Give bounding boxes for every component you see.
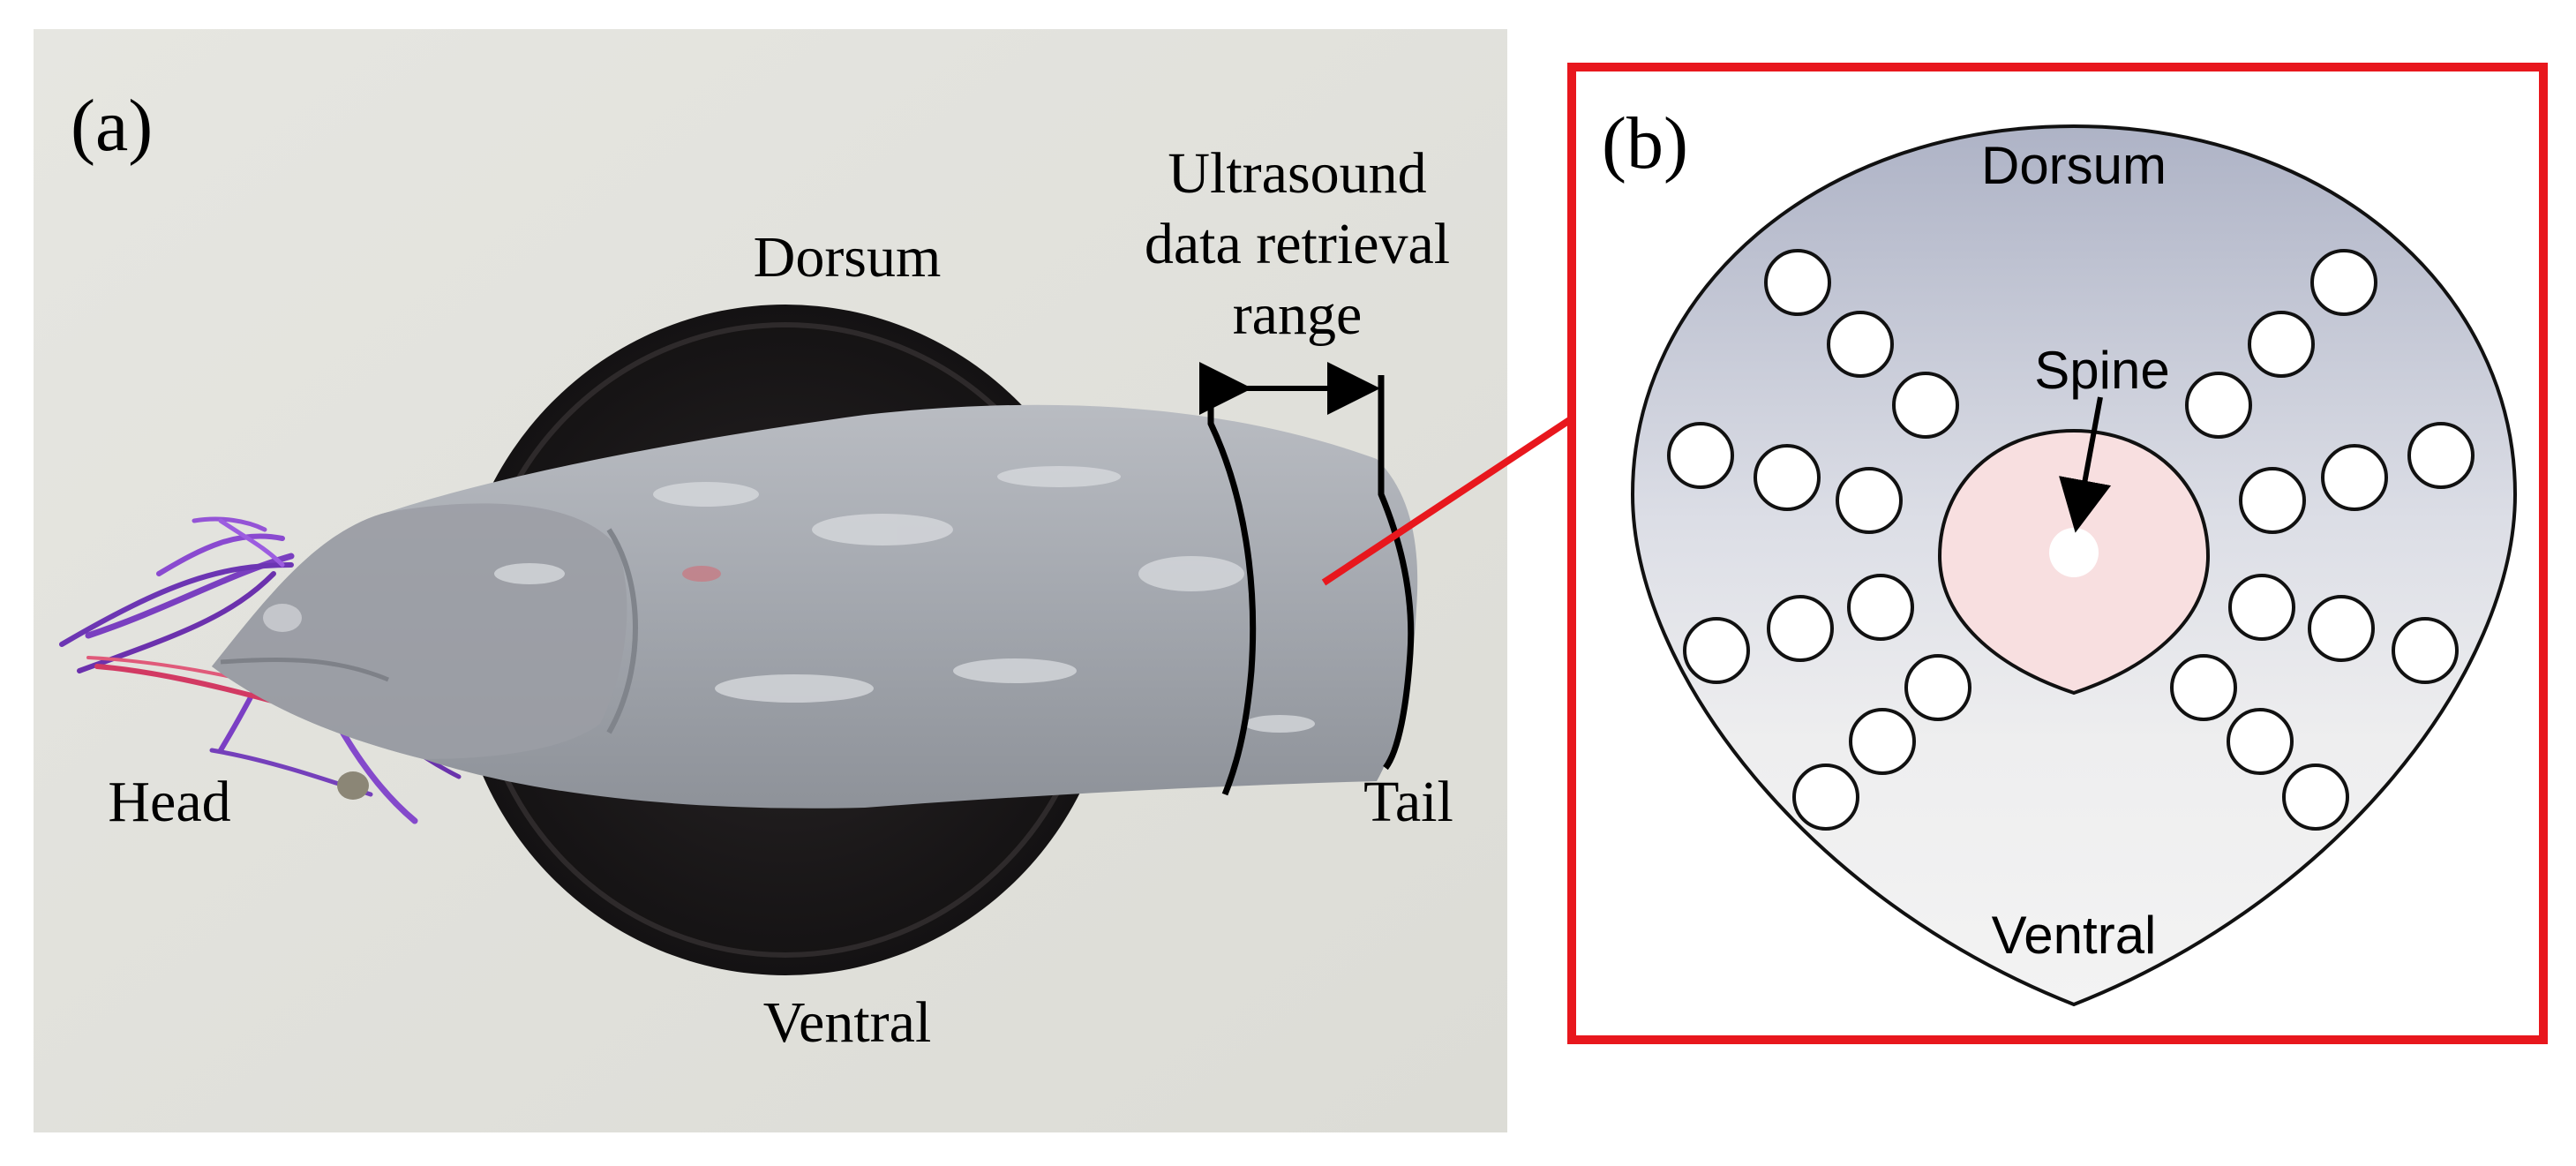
sample-point (1764, 249, 1831, 316)
sample-point (1792, 764, 1859, 831)
sample-point (2228, 574, 2295, 641)
sample-point (2248, 311, 2315, 378)
connector-line (1321, 416, 1573, 586)
dorsum-label-a: Dorsum (754, 225, 942, 290)
range-label-line3: range (1233, 282, 1363, 347)
red-mark (682, 566, 721, 582)
range-line-right (1378, 375, 1415, 771)
ventral-label-a: Ventral (763, 990, 932, 1055)
panel-a: (a) Dorsum Ventral Head Tail Ultrasound … (34, 29, 1507, 1132)
sample-point (2227, 708, 2294, 775)
sample-point (1683, 617, 1750, 684)
range-label-line1: Ultrasound (1168, 141, 1426, 206)
range-label-line2: data retrieval (1145, 212, 1450, 276)
sample-point (2170, 654, 2237, 721)
sample-point (1904, 654, 1971, 721)
ventral-label-b: Ventral (1992, 906, 2157, 965)
dorsum-label-b: Dorsum (1981, 136, 2167, 195)
sample-point (1754, 444, 1821, 511)
sample-point (1847, 574, 1914, 641)
sample-point (2310, 249, 2377, 316)
sample-point (1836, 467, 1903, 534)
sample-point (1667, 422, 1734, 489)
sample-point (2321, 444, 2388, 511)
frost-texture (494, 466, 1315, 733)
sample-point (2407, 422, 2475, 489)
panel-b-label: (b) (1602, 102, 1688, 184)
sample-points (1667, 249, 2475, 831)
sample-point (1892, 372, 1959, 439)
mouth-line (220, 657, 389, 682)
spine-arrow (2059, 396, 2112, 533)
fish-eye (263, 604, 302, 632)
tail-label: Tail (1363, 770, 1453, 834)
panel-a-label: (a) (71, 85, 153, 167)
range-line-left (1207, 375, 1257, 796)
sample-point (2308, 595, 2375, 662)
spine-label: Spine (2034, 341, 2169, 400)
spine-center (2049, 528, 2099, 577)
sample-point (2282, 764, 2349, 831)
panel-b: (b) Dorsum Spine Ventral (1567, 63, 2548, 1044)
sample-point (1767, 595, 1834, 662)
sample-point (1849, 708, 1916, 775)
head-label: Head (108, 770, 230, 834)
string-knot (337, 771, 369, 800)
sample-point (2185, 372, 2252, 439)
gill-line (606, 528, 638, 734)
sample-point (1827, 311, 1894, 378)
sample-point (2392, 617, 2459, 684)
sample-point (2239, 467, 2306, 534)
